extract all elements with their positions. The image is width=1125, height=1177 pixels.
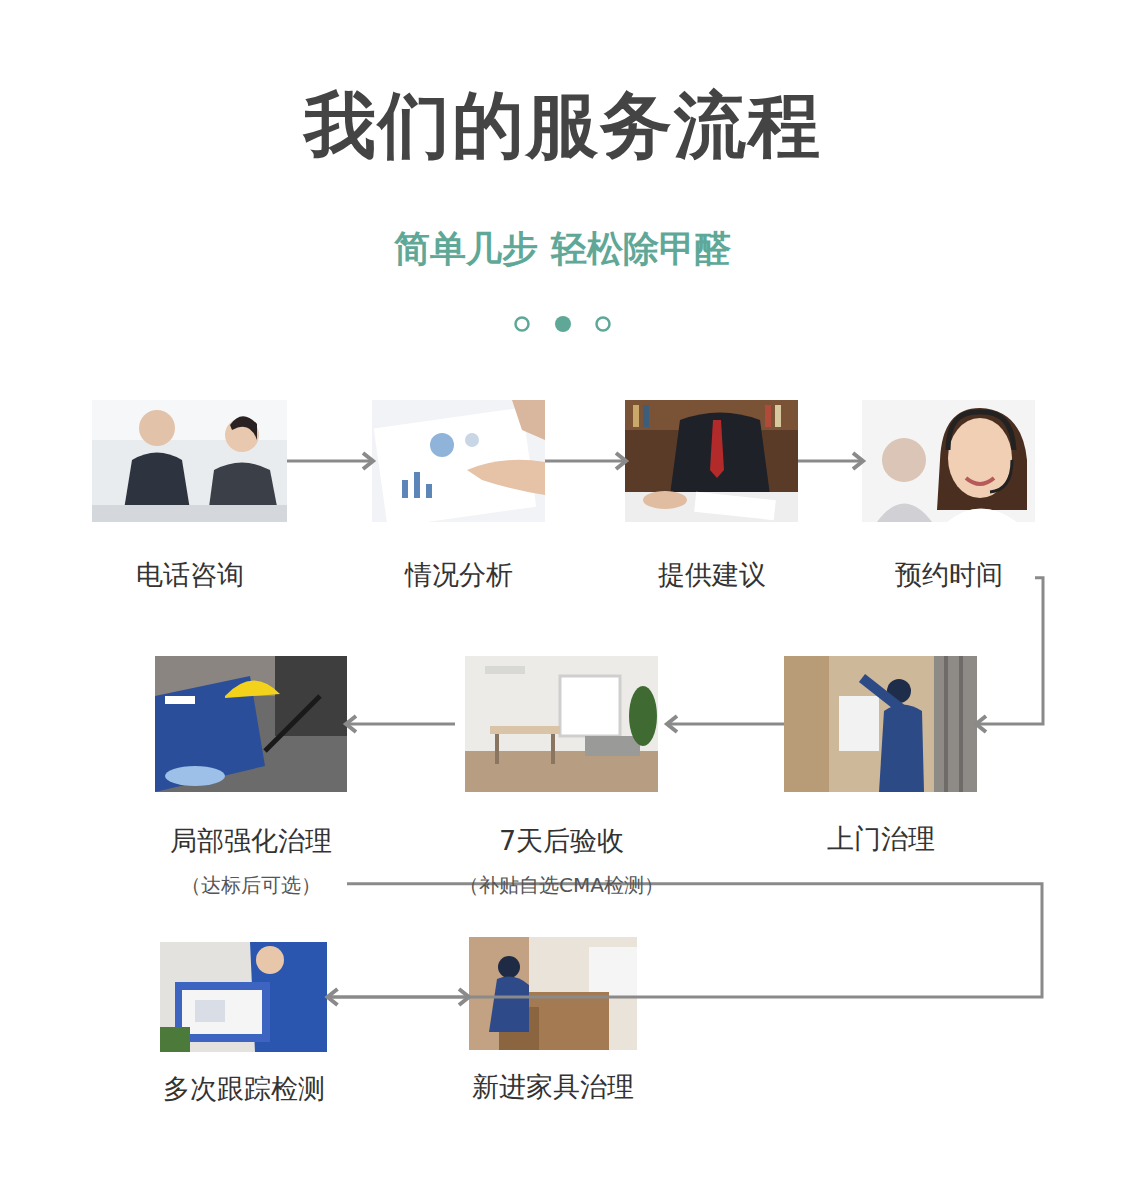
step-label: 上门治理 <box>784 822 977 856</box>
process-step: 新进家具治理 <box>468 937 638 1104</box>
step-label: 局部强化治理 <box>155 824 347 858</box>
step-label: 预约时间 <box>862 558 1035 592</box>
photo <box>465 656 658 792</box>
photo <box>625 400 798 522</box>
process-step: 局部强化治理 （达标后可选） <box>155 656 347 898</box>
photo <box>160 942 327 1052</box>
process-step: 7天后验收 （补贴自选CMA检测） <box>455 656 668 898</box>
title: 我们的服务流程 <box>0 78 1125 174</box>
step-label: 提供建议 <box>625 558 798 592</box>
subtitle: 简单几步 轻松除甲醛 <box>0 225 1125 274</box>
process-step: 提供建议 <box>625 400 798 592</box>
flow-arrow <box>329 884 1043 997</box>
flow-arrow <box>545 460 625 463</box>
step-label: 情况分析 <box>372 558 545 592</box>
step-label: 7天后验收 <box>455 824 668 858</box>
page-dot <box>555 316 571 332</box>
photo <box>155 656 347 792</box>
photo <box>469 937 637 1050</box>
process-step: 电话咨询 <box>92 400 287 592</box>
step-label: 多次跟踪检测 <box>159 1072 329 1106</box>
step-note: （达标后可选） <box>155 872 347 898</box>
step-note: （补贴自选CMA检测） <box>455 872 668 898</box>
flow-arrow <box>798 460 862 463</box>
flow-arrow <box>977 578 1043 724</box>
photo <box>862 400 1035 522</box>
process-step: 上门治理 <box>784 656 977 856</box>
page-dot <box>597 318 610 331</box>
flow-arrow <box>668 723 784 726</box>
step-label: 新进家具治理 <box>468 1070 638 1104</box>
photo <box>784 656 977 792</box>
page-dot <box>516 318 529 331</box>
process-step: 预约时间 <box>862 400 1035 592</box>
flow-arrow <box>347 723 455 726</box>
process-step: 情况分析 <box>372 400 545 592</box>
flow-arrow <box>329 996 469 999</box>
flow-arrow <box>287 460 372 463</box>
process-step: 多次跟踪检测 <box>159 942 329 1106</box>
step-label: 电话咨询 <box>92 558 287 592</box>
photo <box>372 400 545 522</box>
photo <box>92 400 287 522</box>
